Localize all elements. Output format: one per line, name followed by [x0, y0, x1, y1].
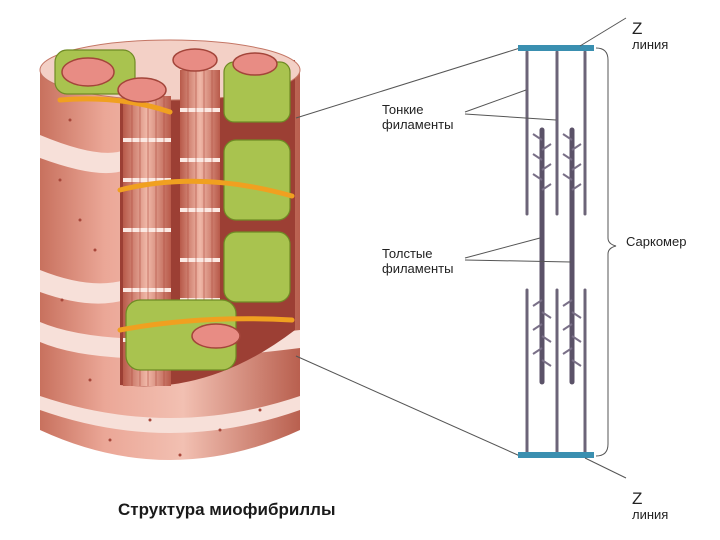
light-band	[40, 396, 300, 433]
z-word: линия	[632, 37, 669, 53]
z-letter: Z	[632, 488, 643, 508]
sarcomere	[518, 45, 617, 458]
thin-filaments-label: Тонкие филаменты	[382, 102, 454, 132]
z-line-top-label: Z линия	[632, 4, 668, 53]
figure-caption: Структура миофибриллы	[118, 500, 336, 519]
thick-filaments-label: Толстые филаменты	[382, 246, 454, 276]
z-letter: Z	[632, 18, 643, 38]
sarcomere-bracket	[595, 47, 617, 457]
fibril-ends	[61, 48, 278, 349]
z-line-bottom-label: Z линия	[632, 474, 668, 523]
surface-dots	[58, 118, 262, 457]
label-leader-lines	[464, 17, 627, 479]
z-disc-top	[518, 45, 594, 51]
thick-filaments	[539, 127, 575, 385]
z-word: линия	[632, 507, 669, 523]
light-band	[40, 135, 125, 174]
z-disc-bottom	[518, 452, 594, 458]
magnification-lines	[295, 47, 521, 457]
t-tubules	[57, 96, 295, 333]
light-band	[40, 270, 125, 304]
myofibril	[180, 70, 220, 318]
sarcomere-label: Саркомер	[626, 234, 687, 249]
myosin-heads	[532, 133, 582, 367]
thin-filaments	[525, 50, 587, 454]
